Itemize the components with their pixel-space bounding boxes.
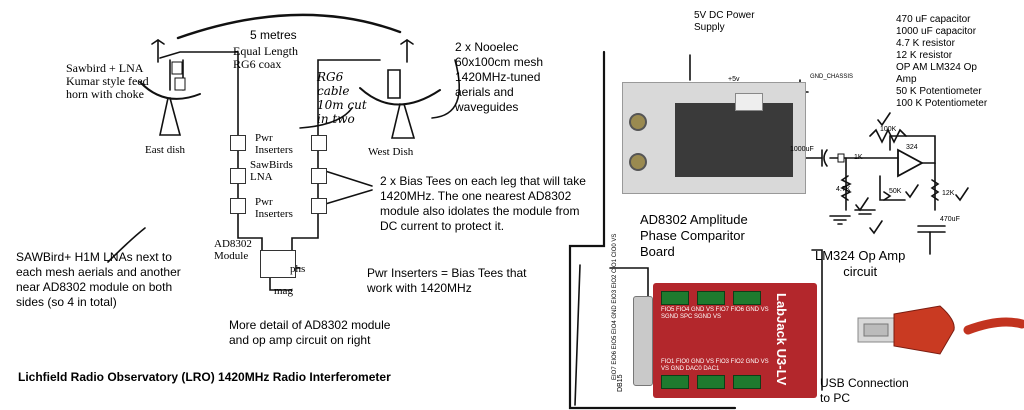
- east-pwr-inserter-bottom: [230, 198, 246, 214]
- mag-label: mag: [274, 285, 293, 297]
- sma-connector-bottom: [629, 153, 647, 171]
- gnd-chassis-label: GND_CHASSIS: [810, 74, 854, 80]
- plus5v-label: +5v: [728, 76, 740, 83]
- ad8302-board-label: AD8302 Amplitude Phase Comparitor Board: [640, 212, 748, 259]
- r1k-label: 1K: [854, 154, 863, 161]
- bias-tees-note: 2 x Bias Tees on each leg that will take…: [380, 174, 586, 233]
- usb-connection-label: USB Connection to PC: [820, 376, 909, 405]
- terminal-block: [661, 375, 689, 389]
- db15-connector: [633, 296, 653, 386]
- sawbird-lna-note: SAWBird+ H1M LNAs next to each mesh aeri…: [16, 250, 181, 309]
- labjack-u3-lv: FIO5 FIO4 GND VS FIO7 FIO6 GND VS SGND S…: [653, 283, 817, 398]
- nooelec-note: 2 x Nooelec 60x100cm mesh 1420MHz-tuned …: [455, 40, 544, 114]
- rg6-cable-note: RG6 cable 10m cut in two: [317, 70, 367, 126]
- sawbirds-lna-label: SawBirds LNA: [250, 159, 293, 183]
- ad8302-module-label: AD8302 Module: [214, 238, 252, 262]
- labjack-title: LabJack U3-LV: [774, 293, 789, 386]
- distance-label: 5 metres: [250, 28, 297, 42]
- r12k-label: 12K: [942, 190, 955, 197]
- terminal-block: [697, 375, 725, 389]
- ad8302-board-photo: [622, 82, 806, 194]
- phs-label: phs: [290, 263, 306, 275]
- sma-connector-top: [629, 113, 647, 131]
- c470-label: 470uF: [940, 216, 960, 223]
- diagram-title: Lichfield Radio Observatory (LRO) 1420MH…: [18, 370, 391, 384]
- terminal-block: [697, 291, 725, 305]
- terminal-block: [661, 291, 689, 305]
- terminal-block: [733, 291, 761, 305]
- power-header: [735, 93, 763, 111]
- usb-plug-icon: [857, 305, 955, 355]
- r47k-label: 4.7K: [836, 186, 851, 193]
- west-dish-label: West Dish: [368, 146, 414, 158]
- east-dish-label: East dish: [145, 144, 186, 156]
- west-pwr-inserter-top: [311, 135, 327, 151]
- c1000-label: 1000uF: [790, 146, 814, 153]
- db15-pin-labels: EIO7 EIO6 EIO5 EIO4 GND EIO3 EIO2 CIO1 C…: [612, 233, 618, 380]
- east-lna: [230, 168, 246, 184]
- labjack-pin-row-bottom: FIO1 FIO0 GND VS FIO3 FIO2 GND VS VS GND…: [661, 359, 769, 372]
- op-amp-circuit-label: LM324 Op Amp circuit: [815, 248, 906, 279]
- feed-label: Sawbird + LNA Kumar style feed horn with…: [66, 61, 149, 101]
- r50k-label: 50K: [889, 188, 902, 195]
- power-supply-label: 5V DC Power Supply: [694, 10, 755, 33]
- more-detail-note: More detail of AD8302 module and op amp …: [229, 318, 391, 347]
- west-lna: [311, 168, 327, 184]
- ic-label: 324: [906, 144, 918, 151]
- east-pwr-inserter-top: [230, 135, 246, 151]
- r100k-label: 100K: [880, 126, 897, 133]
- pwr-inserters-top-label: Pwr Inserters: [255, 132, 293, 156]
- west-pwr-inserter-bottom: [311, 198, 327, 214]
- components-list: 470 uF capacitor 1000 uF capacitor 4.7 K…: [896, 14, 988, 109]
- pwr-inserters-bottom-label: Pwr Inserters: [255, 196, 293, 220]
- terminal-block: [733, 375, 761, 389]
- coax-label: Equal Length RG6 coax: [233, 44, 298, 71]
- ad8302-module-box: [260, 250, 296, 278]
- labjack-pin-row-top: FIO5 FIO4 GND VS FIO7 FIO6 GND VS SGND S…: [661, 307, 769, 320]
- ad8302-chip: [675, 103, 793, 177]
- pwr-inserters-definition: Pwr Inserters = Bias Tees that work with…: [367, 266, 527, 295]
